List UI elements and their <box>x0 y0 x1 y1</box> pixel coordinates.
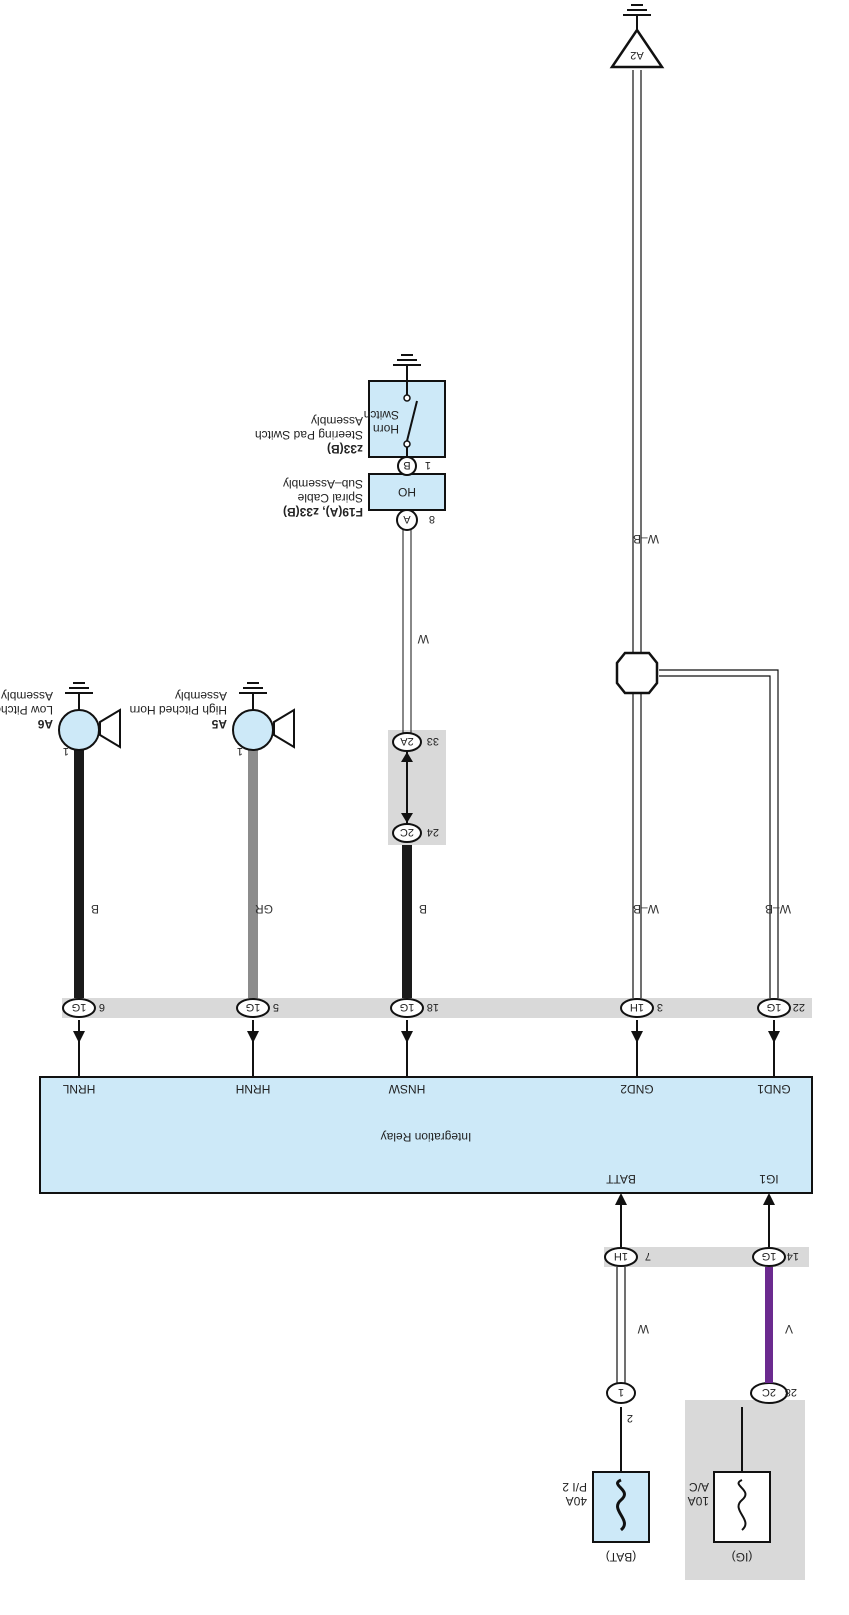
conn-2a-label: 2A <box>400 735 414 747</box>
wire-hrnl <box>74 748 84 998</box>
horn-a6-pin: 1 <box>63 745 69 757</box>
ground-symbol-a2 <box>623 4 651 30</box>
fuse-ig-name: A/C <box>689 1480 709 1494</box>
conn-1g-6 <box>62 998 96 1018</box>
wire-v-label: V <box>785 1322 793 1336</box>
fuse-bat-source: (BAT) <box>606 1550 636 1564</box>
fuse-bat-box <box>592 1471 650 1543</box>
conn-1g-18-label: 1G <box>400 1001 415 1013</box>
conn-1g-18 <box>390 998 424 1018</box>
conn-1g-18-pin: 18 <box>427 1001 439 1013</box>
fuse-bat-symbol <box>616 1478 626 1532</box>
fuse-bat: (BAT) 40A P/I 2 1 2 <box>562 1382 650 1564</box>
spiral-connector-b-label: B <box>403 459 410 471</box>
horn-a5: 1 A5 High Pitched Horn Assembly <box>130 682 295 757</box>
conn-1g-22 <box>757 998 791 1018</box>
relay-pin-batt: BATT <box>605 1172 635 1186</box>
conn-1g-22-pin: 22 <box>793 1001 805 1013</box>
fuse-bat-connector <box>606 1382 636 1404</box>
wire-hrnh-label: GR <box>255 902 273 916</box>
spiral-connector-b-pin: 1 <box>425 459 431 471</box>
wire-gnd2-label: W–B <box>633 902 659 916</box>
conn-2c-pin: 24 <box>427 826 439 838</box>
conn-1g-22-label: 1G <box>767 1001 782 1013</box>
spiral-connector-a-label: A <box>403 513 411 525</box>
fuse-ig-connector-label: 2C <box>762 1386 776 1398</box>
wire-gnd1 <box>659 669 779 998</box>
horn-switch-line1: Steering Pad Switch <box>255 428 363 442</box>
wire-hnsw <box>402 838 412 998</box>
horn-a6-line2: Assembly <box>1 689 53 703</box>
wire-gnd-a2-label: W–B <box>633 532 659 546</box>
spiral-connector-a-pin: 8 <box>429 513 435 525</box>
wire-hnsw-label: B <box>419 902 427 916</box>
horn-a5-line2: Assembly <box>175 689 227 703</box>
fuse-ig-source: (IG) <box>732 1550 753 1564</box>
conn-1h-7-pin: 7 <box>645 1250 651 1262</box>
fuse-ig-box <box>713 1471 771 1543</box>
conn-1h-3-pin: 3 <box>657 1001 663 1013</box>
conn-1g-6-pin: 6 <box>99 1001 105 1013</box>
horn-a5-pin: 1 <box>237 745 243 757</box>
fuse-bat-pin: 2 <box>627 1412 633 1424</box>
wire-gnd2 <box>632 70 642 998</box>
relay-pin-hnsw: HNSW <box>388 1082 425 1096</box>
ground-symbol-switch <box>393 354 421 381</box>
relay-pin-gnd1: GND1 <box>757 1082 791 1096</box>
wire-gnd1-label: W–B <box>765 902 791 916</box>
conn-2c-label: 2C <box>400 826 414 838</box>
horn-a5-line1: High Pitched Horn <box>130 703 227 717</box>
horn-a6-line1: Low Pitched Horn <box>0 703 53 717</box>
conn-1h-7-label: 1H <box>614 1250 628 1262</box>
integration-relay <box>39 1076 813 1194</box>
horn-a6-code: A6 <box>37 717 53 731</box>
wire-w-label: W <box>637 1322 649 1336</box>
conn-2a <box>392 732 422 752</box>
wire-hrnh <box>248 748 258 998</box>
fuse-ig-symbol <box>737 1479 747 1531</box>
fuse-ig-pin: 28 <box>785 1386 797 1398</box>
horn-a5-code: A5 <box>211 717 227 731</box>
spiral-cable <box>368 473 446 511</box>
spiral-cable-label: HO <box>398 485 416 499</box>
fuse-ig: (IG) 10A A/C 2C 28 <box>685 1382 805 1580</box>
horn-switch-line2: Assembly <box>311 414 363 428</box>
spiral-cable-line2: Sub–Assembly <box>283 477 363 491</box>
horn-a6: 1 A6 Low Pitched Horn Assembly <box>0 682 121 757</box>
conn-1g-14-label: 1G <box>762 1250 777 1262</box>
wire-w-hnsw-label: W <box>417 632 429 646</box>
relay-pin-gnd2: GND2 <box>620 1082 654 1096</box>
spiral-cable-code: F19(A), z33(B) <box>283 505 363 519</box>
horn-switch-label1: Horn <box>373 422 399 436</box>
relay-pin-hrnl: HRNL <box>62 1082 95 1096</box>
conn-1g-6-label: 1G <box>72 1001 87 1013</box>
horn-switch-code: z33(B) <box>327 442 363 456</box>
ground-point-a2-label: A2 <box>630 49 643 61</box>
conn-2a-pin: 33 <box>427 735 439 747</box>
ground-junction <box>615 651 659 695</box>
wire-hrnl-label: B <box>91 902 99 916</box>
bottom-connectors: 1G 22 1H 3 1G 18 1G 5 1G 6 <box>62 998 805 1018</box>
conn-1g-5-label: 1G <box>246 1001 261 1013</box>
relay-title: Integration Relay <box>381 1130 472 1144</box>
ground-point-a2 <box>609 27 665 69</box>
conn-1h-3 <box>620 998 654 1018</box>
conn-1g-5-pin: 5 <box>273 1001 279 1013</box>
conn-1h-7 <box>604 1247 638 1267</box>
horn-switch-label2: Switch <box>364 408 399 422</box>
fuse-bat-rating: 40A <box>566 1494 587 1508</box>
conn-1g-14-pin: 14 <box>787 1250 799 1262</box>
fuse-bat-connector-label: 1 <box>618 1386 624 1398</box>
spiral-cable-line1: Spiral Cable <box>297 491 363 505</box>
relay-pin-ig1: IG1 <box>759 1172 779 1186</box>
wire-v <box>765 1261 773 1383</box>
fuse-bat-name: P/I 2 <box>562 1480 587 1494</box>
conn-1g-14 <box>752 1247 786 1267</box>
fuse-ig-rating: 10A <box>688 1494 709 1508</box>
relay-pin-hrnh: HRNH <box>236 1082 271 1096</box>
conn-1h-3-label: 1H <box>630 1001 644 1013</box>
conn-1g-5 <box>236 998 270 1018</box>
